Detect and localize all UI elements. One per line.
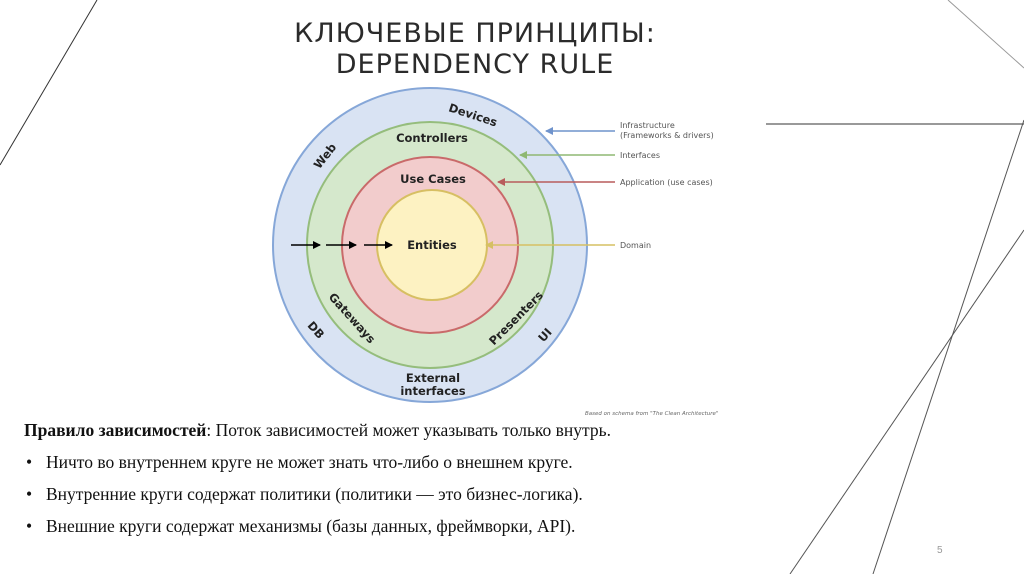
- legend-domain: Domain: [620, 241, 651, 250]
- bullet-dot: •: [26, 516, 33, 536]
- bullet-text: Ничто во внутреннем круге не может знать…: [46, 452, 573, 472]
- legend-infrastructure-1: Infrastructure: [620, 121, 675, 130]
- bullet-item: • Внешние круги содержат механизмы (базы …: [24, 516, 924, 537]
- slide-body: Правило зависимостей: Поток зависимостей…: [24, 420, 924, 548]
- label-controllers: Controllers: [396, 131, 468, 145]
- legend-interfaces: Interfaces: [620, 151, 660, 160]
- bullet-item: • Ничто во внутреннем круге не может знат…: [24, 452, 924, 473]
- label-use-cases: Use Cases: [400, 172, 466, 186]
- title-line-1: КЛЮЧЕВЫЕ ПРИНЦИПЫ:: [294, 18, 656, 49]
- label-entities: Entities: [407, 238, 457, 252]
- bullet-list: • Ничто во внутреннем круге не может знат…: [24, 452, 924, 537]
- diagram-caption: Based on schema from "The Clean Architec…: [585, 411, 718, 417]
- legend-infrastructure-2: (Frameworks & drivers): [620, 131, 714, 140]
- bullet-dot: •: [26, 484, 33, 504]
- legend-application: Application (use cases): [620, 178, 713, 187]
- label-interfaces: interfaces: [400, 384, 465, 398]
- bullet-item: • Внутренние круги содержат политики (пол…: [24, 484, 924, 505]
- dependency-rule-line: Правило зависимостей: Поток зависимостей…: [24, 420, 924, 441]
- rule-text: : Поток зависимостей может указывать тол…: [206, 420, 612, 440]
- title-line-2: DEPENDENCY RULE: [335, 49, 615, 80]
- slide-title: КЛЮЧЕВЫЕ ПРИНЦИПЫ: DEPENDENCY RULE: [260, 18, 690, 80]
- rule-title: Правило зависимостей: [24, 420, 207, 440]
- bullet-dot: •: [26, 452, 33, 472]
- bullet-text: Внешние круги содержат механизмы (базы д…: [46, 516, 576, 536]
- bullet-text: Внутренние круги содержат политики (поли…: [46, 484, 583, 504]
- page-number: 5: [937, 545, 943, 556]
- label-external: External: [406, 371, 460, 385]
